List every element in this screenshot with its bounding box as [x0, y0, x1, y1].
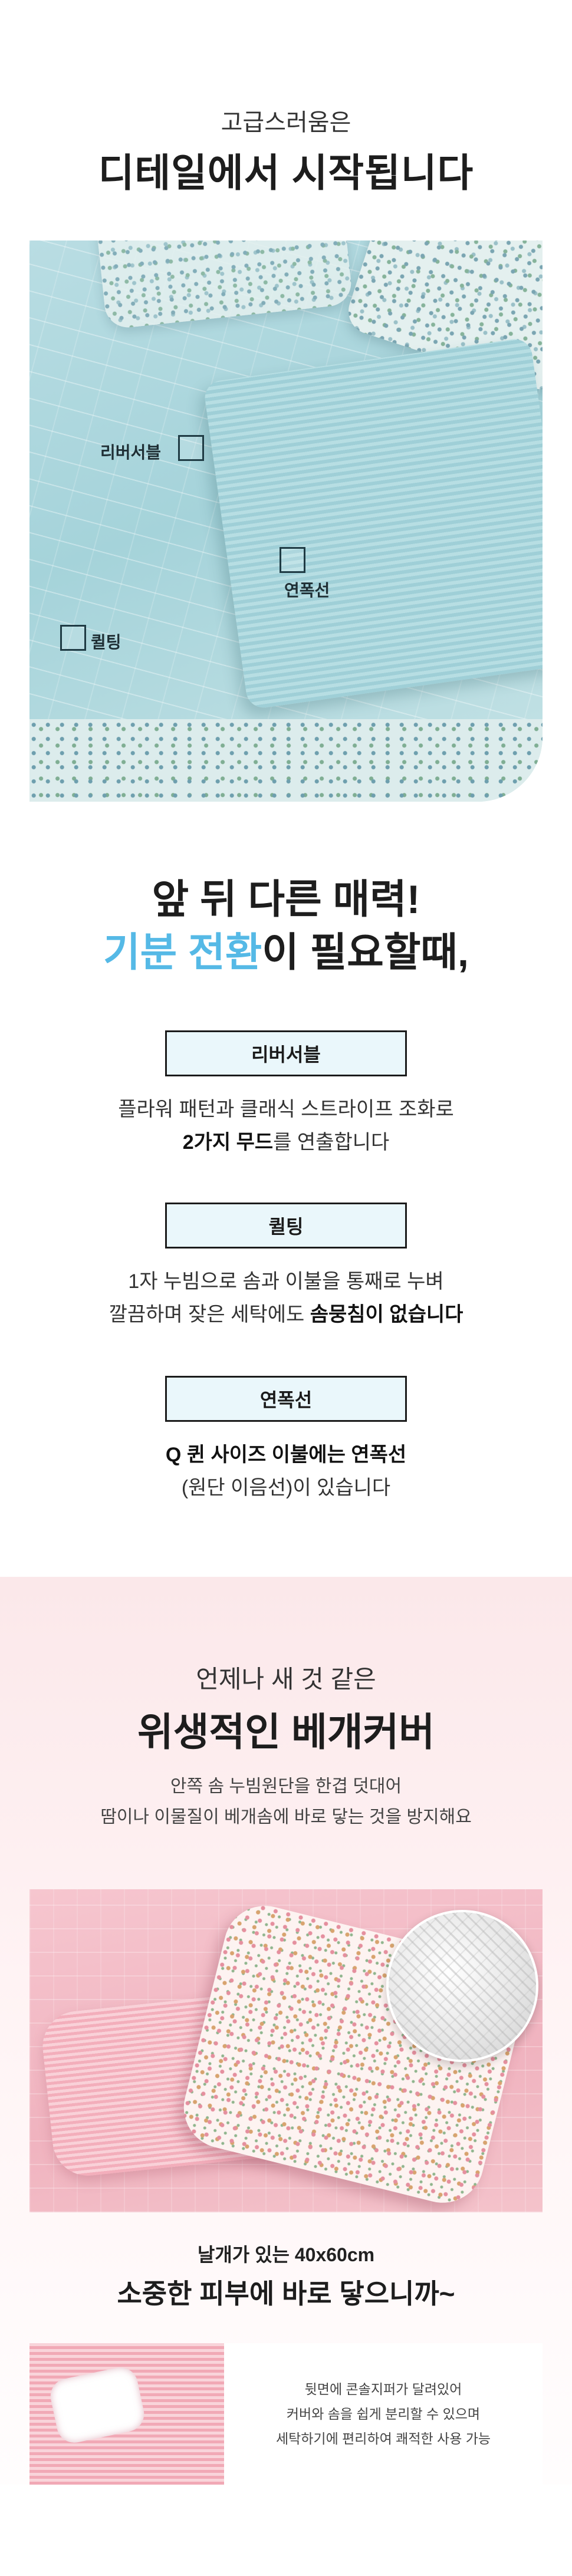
floral-bedsheet [29, 719, 543, 802]
pillow-section: 언제나 새 것 같은 위생적인 베개커버 안쪽 솜 누빔원단을 한겹 덧대어 땀… [0, 1577, 572, 2576]
reversible-headline-2: 기분 전환이 필요할때, [0, 920, 572, 978]
pillow-title: 위생적인 베개커버 [137, 1710, 435, 1754]
marker-label-quilting: 퀼팅 [91, 633, 121, 651]
pillow-size-title: 소중한 피부에 바로 닿으니까~ [117, 2278, 455, 2309]
zipper-info-line: 뒷면에 콘솔지퍼가 달려있어 [304, 2381, 462, 2397]
feature-tag-piping: 연폭선 [165, 1376, 407, 1422]
feature-desc-line: 플라워 패턴과 클래식 스트라이프 조화로 [118, 1098, 454, 1121]
marker-quilting [60, 625, 86, 651]
feature-desc-line: Q 퀸 사이즈 이불에는 연폭선 [0, 1438, 572, 1471]
zipper-info-line: 세탁하기에 편리하여 쾌적한 사용 가능 [275, 2431, 491, 2446]
headline-accent: 기분 전환 [103, 930, 262, 975]
marker-reversible [178, 435, 204, 461]
feature-desc-rest: 를 연출합니다 [273, 1131, 390, 1154]
pillow-size-line: 날개가 있는 40x60cm [197, 2244, 375, 2265]
reversible-headline-1: 앞 뒤 다른 매력! [152, 877, 420, 922]
fabric-zoom-circle [386, 1910, 538, 2062]
pillow-intro: 안쪽 솜 누빔원단을 한겹 덧대어 땀이나 이물질이 베개솜에 바로 닿는 것을… [0, 1771, 572, 1833]
zipper-opening [47, 2364, 147, 2446]
feature-desc-piping: Q 퀸 사이즈 이불에는 연폭선 (원단 이음선)이 있습니다 [0, 1438, 572, 1504]
pillow-subtitle: 언제나 새 것 같은 [196, 1665, 376, 1693]
folded-comforter [202, 337, 543, 710]
feature-desc-line: (원단 이음선)이 있습니다 [181, 1477, 391, 1499]
feature-desc-reversible: 플라워 패턴과 클래식 스트라이프 조화로 2가지 무드를 연출합니다 [0, 1093, 572, 1159]
feature-desc-line: 2가지 무드를 연출합니다 [0, 1126, 572, 1159]
headline-rest: 이 필요할때, [262, 930, 469, 975]
zipper-info-line: 커버와 솜을 쉽게 분리할 수 있으며 [286, 2406, 481, 2422]
zipper-photo [29, 2343, 224, 2485]
pillow-intro-line: 안쪽 솜 누빔원단을 한겹 덧대어 [170, 1777, 402, 1796]
feature-desc-bold: 솜뭉침이 없습니다 [310, 1303, 463, 1326]
fabric-zoom-texture [389, 1912, 536, 2060]
pillow-photo [29, 1889, 543, 2212]
feature-desc-plain: 깔끔하며 잦은 세탁에도 [109, 1303, 310, 1326]
detail-title: 디테일에서 시작됩니다 [98, 151, 474, 195]
footer-spacer [0, 2485, 572, 2576]
marker-piping [280, 547, 305, 573]
feature-desc-bold: Q 퀸 사이즈 이불에는 연폭선 [165, 1444, 407, 1466]
feature-desc-bold: 2가지 무드 [182, 1131, 274, 1154]
feature-desc-line: 1자 누빔으로 솜과 이불을 통째로 누벼 [128, 1270, 444, 1293]
detail-section: 고급스러움은 디테일에서 시작됩니다 리버서블 연폭선 퀼팅 [0, 0, 572, 802]
marker-label-reversible: 리버서블 [100, 443, 162, 462]
reversible-section: 앞 뒤 다른 매력! 기분 전환이 필요할때, 리버서블 플라워 패턴과 클래식… [0, 802, 572, 1577]
feature-desc-line: 깔끔하며 잦은 세탁에도 솜뭉침이 없습니다 [0, 1298, 572, 1331]
feature-tag-quilting: 퀼팅 [165, 1203, 407, 1249]
marker-label-piping: 연폭선 [284, 581, 330, 599]
detail-subtitle: 고급스러움은 [221, 110, 351, 136]
feature-tag-reversible: 리버서블 [165, 1030, 407, 1076]
feature-desc-quilting: 1자 누빔으로 솜과 이불을 통째로 누벼 깔끔하며 잦은 세탁에도 솜뭉침이 … [0, 1265, 572, 1331]
pillow-intro-line: 땀이나 이물질이 베개솜에 바로 닿는 것을 방지해요 [100, 1807, 472, 1827]
bedding-detail-photo: 리버서블 연폭선 퀼팅 [29, 241, 543, 802]
zipper-info-box: 뒷면에 콘솔지퍼가 달려있어 커버와 솜을 쉽게 분리할 수 있으며 세탁하기에… [224, 2343, 543, 2485]
